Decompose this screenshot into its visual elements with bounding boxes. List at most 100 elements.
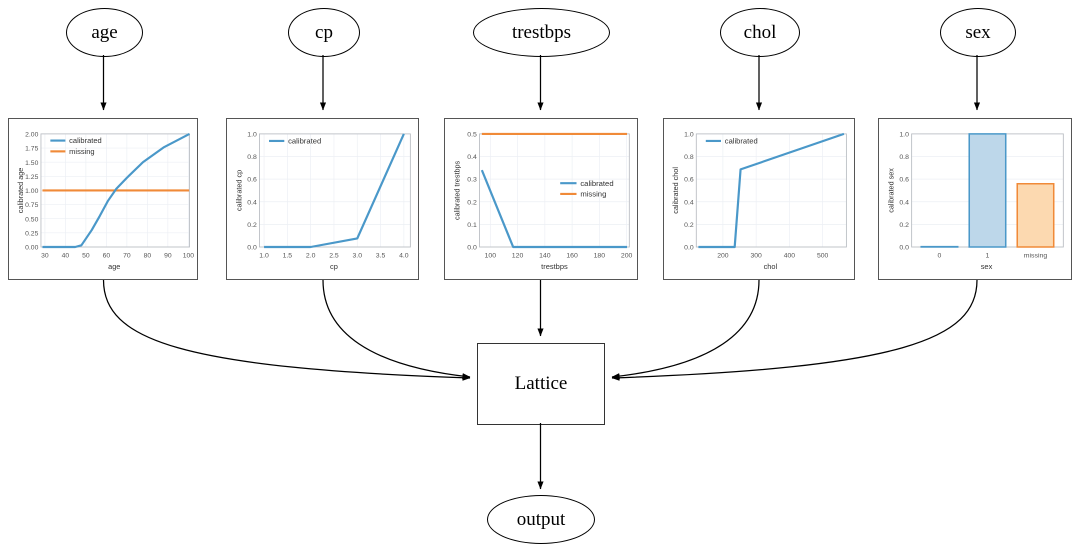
svg-text:160: 160 — [566, 253, 578, 260]
svg-text:missing: missing — [1024, 253, 1048, 260]
edge-age-calibrator-to-lattice — [102, 279, 471, 381]
output-node-label: output — [516, 508, 566, 530]
svg-text:60: 60 — [103, 253, 111, 260]
svg-text:2.0: 2.0 — [306, 253, 316, 260]
svg-text:0.4: 0.4 — [247, 199, 257, 206]
svg-text:0.0: 0.0 — [684, 245, 694, 252]
chart-chol-grid — [696, 133, 847, 248]
chart-cp-yticks: 1.0 0.8 0.6 0.4 0.2 0.0 — [247, 132, 257, 252]
svg-text:0.8: 0.8 — [684, 154, 694, 161]
svg-text:0.2: 0.2 — [899, 222, 909, 229]
svg-text:90: 90 — [164, 253, 172, 260]
svg-text:1.0: 1.0 — [259, 253, 269, 260]
input-node-trestbps[interactable]: trestbps — [473, 8, 610, 57]
output-node[interactable]: output — [487, 495, 595, 544]
chart-trestbps-xlabel: trestbps — [541, 262, 568, 271]
svg-text:1.25: 1.25 — [25, 174, 38, 181]
svg-text:calibrated: calibrated — [725, 137, 758, 146]
svg-text:0.6: 0.6 — [684, 177, 694, 184]
svg-text:0.2: 0.2 — [247, 222, 257, 229]
svg-text:30: 30 — [41, 253, 49, 260]
svg-text:500: 500 — [817, 253, 829, 260]
input-node-cp[interactable]: cp — [288, 8, 360, 57]
calibrator-panel-age[interactable]: calibrated missing 2.00 1.75 1.50 1.25 1… — [8, 118, 198, 280]
input-node-chol[interactable]: chol — [720, 8, 800, 57]
svg-text:0.4: 0.4 — [684, 199, 694, 206]
chart-age-ylabel: calibrated age — [16, 168, 25, 214]
chart-age-svg: calibrated missing 2.00 1.75 1.50 1.25 1… — [16, 132, 194, 271]
chart-cp-grid — [259, 133, 411, 248]
chart-trestbps-xticks: 100 120 140 160 180 200 — [485, 253, 633, 260]
chart-sex-xlabel: sex — [981, 262, 993, 271]
chart-chol-xlabel: chol — [764, 262, 778, 271]
svg-text:400: 400 — [784, 253, 796, 260]
chart-cp-series-calibrated — [264, 133, 405, 249]
chart-chol: calibrated 1.0 0.8 0.6 0.4 0.2 0.0 200 3… — [664, 119, 854, 279]
svg-text:200: 200 — [717, 253, 729, 260]
chart-trestbps-legend: calibrated missing — [560, 179, 614, 199]
chart-cp: calibrated 1.0 0.8 0.6 0.4 0.2 0.0 1.0 1… — [227, 119, 418, 279]
edge-cp-calibrator-to-lattice — [322, 279, 471, 380]
calibrator-panel-cp[interactable]: calibrated 1.0 0.8 0.6 0.4 0.2 0.0 1.0 1… — [226, 118, 419, 280]
calibrator-panel-sex[interactable]: 1.0 0.8 0.6 0.4 0.2 0.0 0 1 missing sex … — [878, 118, 1072, 280]
calibrator-panel-trestbps[interactable]: calibrated missing 0.5 0.4 0.3 0.2 0.1 0… — [444, 118, 638, 280]
chart-chol-xticks: 200 300 400 500 — [717, 253, 828, 260]
svg-text:0.1: 0.1 — [467, 222, 477, 229]
chart-sex-bar-missing — [1016, 182, 1055, 248]
svg-text:0.2: 0.2 — [684, 222, 694, 229]
chart-cp-xticks: 1.0 1.5 2.0 2.5 3.0 3.5 4.0 — [259, 253, 409, 260]
svg-text:3.0: 3.0 — [352, 253, 362, 260]
svg-text:4.0: 4.0 — [399, 253, 409, 260]
input-node-age-label: age — [91, 21, 118, 43]
svg-text:140: 140 — [539, 253, 551, 260]
calibrator-panel-chol[interactable]: calibrated 1.0 0.8 0.6 0.4 0.2 0.0 200 3… — [663, 118, 855, 280]
chart-sex-bar-1 — [968, 133, 1007, 248]
svg-text:80: 80 — [144, 253, 152, 260]
chart-cp-svg: calibrated 1.0 0.8 0.6 0.4 0.2 0.0 1.0 1… — [234, 132, 411, 271]
svg-text:100: 100 — [183, 253, 195, 260]
svg-text:0: 0 — [938, 253, 942, 260]
svg-text:0.0: 0.0 — [467, 245, 477, 252]
chart-sex: 1.0 0.8 0.6 0.4 0.2 0.0 0 1 missing sex … — [879, 119, 1071, 279]
svg-text:0.0: 0.0 — [247, 245, 257, 252]
svg-text:1.0: 1.0 — [899, 132, 909, 139]
svg-text:200: 200 — [621, 253, 633, 260]
svg-text:1.00: 1.00 — [25, 188, 38, 195]
svg-text:0.75: 0.75 — [25, 202, 38, 209]
svg-text:100: 100 — [485, 253, 497, 260]
svg-text:0.50: 0.50 — [25, 216, 38, 223]
chart-chol-series-calibrated — [698, 132, 845, 249]
svg-text:calibrated: calibrated — [580, 179, 613, 188]
chart-trestbps-grid — [479, 133, 630, 248]
chart-sex-yticks: 1.0 0.8 0.6 0.4 0.2 0.0 — [899, 132, 909, 252]
svg-text:300: 300 — [750, 253, 762, 260]
edge-chol-calibrator-to-lattice — [611, 279, 760, 380]
svg-text:0.00: 0.00 — [25, 245, 38, 252]
chart-age-yticks: 2.00 1.75 1.50 1.25 1.00 0.75 0.50 0.25 … — [25, 132, 38, 252]
chart-chol-ylabel: calibrated chol — [671, 167, 680, 214]
svg-text:0.4: 0.4 — [899, 199, 909, 206]
lattice-node-label: Lattice — [514, 373, 568, 394]
svg-text:missing: missing — [580, 190, 606, 199]
svg-text:0.8: 0.8 — [247, 154, 257, 161]
svg-text:1: 1 — [986, 253, 990, 260]
svg-text:calibrated: calibrated — [69, 136, 102, 145]
lattice-node[interactable]: Lattice — [477, 343, 605, 425]
chart-cp-legend: calibrated — [269, 137, 321, 146]
chart-trestbps: calibrated missing 0.5 0.4 0.3 0.2 0.1 0… — [445, 119, 637, 279]
chart-age-xticks: 30 40 50 60 70 80 90 100 — [41, 253, 194, 260]
chart-sex-ylabel: calibrated sex — [886, 168, 895, 213]
input-node-sex[interactable]: sex — [940, 8, 1016, 57]
svg-text:0.5: 0.5 — [467, 132, 477, 139]
svg-text:calibrated: calibrated — [288, 137, 321, 146]
svg-text:0.8: 0.8 — [899, 154, 909, 161]
svg-text:1.75: 1.75 — [25, 146, 38, 153]
chart-cp-ylabel: calibrated cp — [234, 170, 243, 211]
svg-text:0.0: 0.0 — [899, 245, 909, 252]
svg-text:1.0: 1.0 — [684, 132, 694, 139]
chart-chol-yticks: 1.0 0.8 0.6 0.4 0.2 0.0 — [684, 132, 694, 252]
input-node-age[interactable]: age — [66, 8, 143, 57]
chart-trestbps-svg: calibrated missing 0.5 0.4 0.3 0.2 0.1 0… — [452, 132, 633, 271]
chart-sex-xticks: 0 1 missing — [938, 253, 1048, 260]
